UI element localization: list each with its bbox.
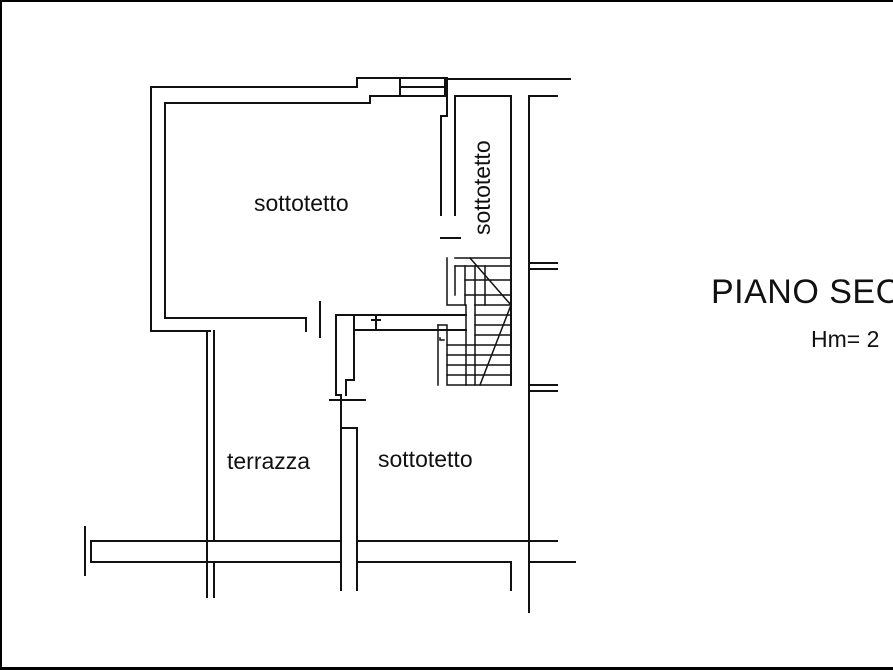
window-top — [399, 77, 446, 97]
main-attic-outer-wall — [150, 77, 571, 332]
bottom-walls — [84, 526, 576, 591]
frame-bottom-edge — [0, 667, 893, 670]
frame-top-edge — [0, 0, 893, 2]
central-wall — [319, 301, 467, 561]
ceiling-height-label: Hm= 2 — [811, 326, 880, 352]
frame-left-edge — [0, 0, 2, 670]
lower-attic-label: sottotetto — [378, 446, 473, 472]
terrace-walls — [206, 330, 215, 598]
terrace-label: terrazza — [227, 448, 310, 474]
attic-partition — [440, 95, 461, 239]
staircase — [437, 256, 513, 386]
narrow-attic-label: sottotetto — [469, 140, 495, 235]
main-attic-inner-wall — [150, 95, 448, 332]
main-attic-label: sottotetto — [254, 190, 349, 216]
narrow-attic-walls — [454, 95, 558, 613]
floor-title: PIANO SEC — [711, 273, 893, 311]
